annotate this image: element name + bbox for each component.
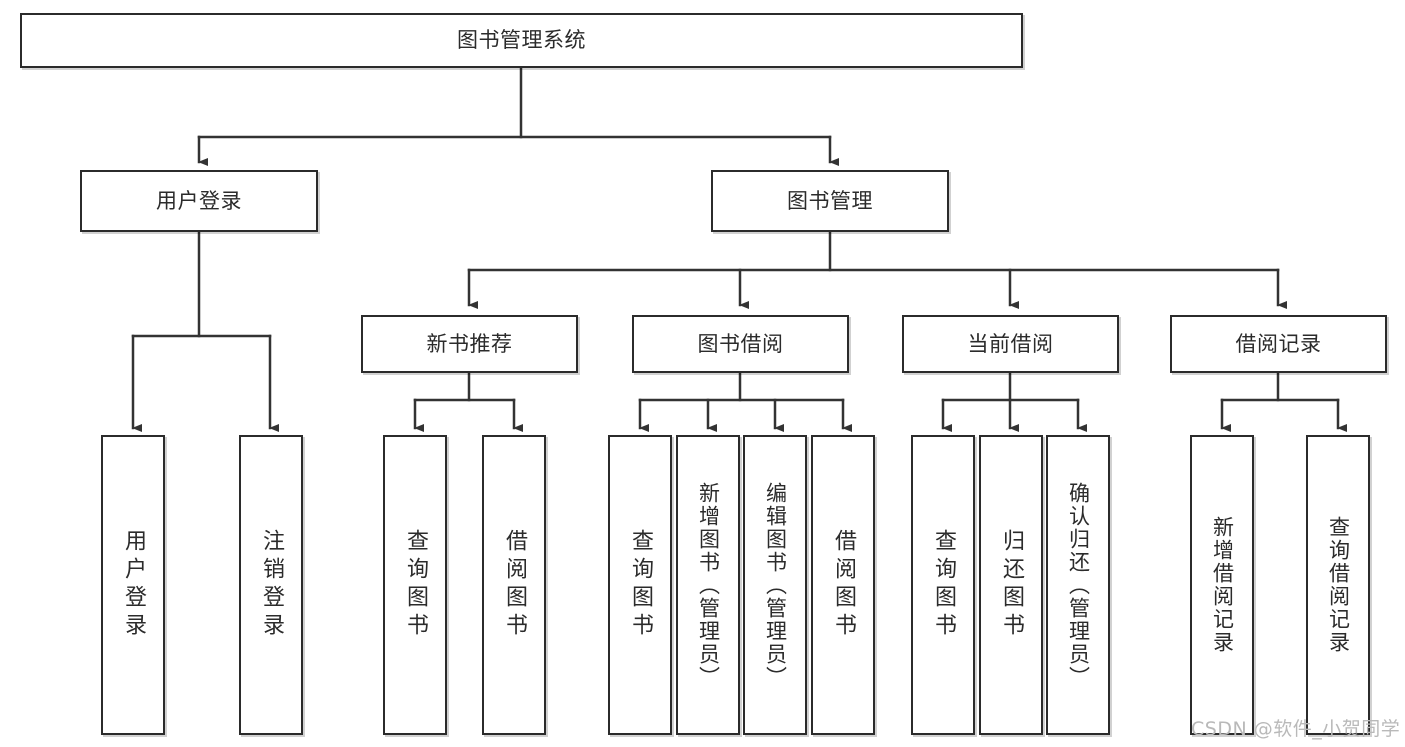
node-leaf-return-book-label: 归还图书 bbox=[999, 529, 1024, 641]
node-current-borrow[interactable]: 当前借阅 bbox=[902, 315, 1119, 373]
node-leaf-edit-book-label: 编辑图书（管理员） bbox=[763, 481, 788, 689]
node-leaf-return-book[interactable]: 归还图书 bbox=[979, 435, 1043, 735]
node-leaf-confirm-return[interactable]: 确认归还（管理员） bbox=[1046, 435, 1110, 735]
node-leaf-query-record[interactable]: 查询借阅记录 bbox=[1306, 435, 1370, 735]
node-new-book-recommend[interactable]: 新书推荐 bbox=[361, 315, 578, 373]
node-new-book-recommend-label: 新书推荐 bbox=[426, 331, 513, 356]
node-book-borrow-label: 图书借阅 bbox=[697, 331, 784, 356]
node-leaf-query-book-3-label: 查询图书 bbox=[931, 529, 956, 641]
node-leaf-logout[interactable]: 注销登录 bbox=[239, 435, 303, 735]
node-book-manage-label: 图书管理 bbox=[787, 188, 873, 213]
node-root-label: 图书管理系统 bbox=[457, 28, 586, 53]
node-user-login-label: 用户登录 bbox=[156, 188, 242, 213]
node-borrow-record-label: 借阅记录 bbox=[1235, 331, 1322, 356]
node-book-borrow[interactable]: 图书借阅 bbox=[632, 315, 849, 373]
node-leaf-query-book-1-label: 查询图书 bbox=[403, 529, 428, 641]
node-user-login[interactable]: 用户登录 bbox=[80, 170, 318, 232]
node-borrow-record[interactable]: 借阅记录 bbox=[1170, 315, 1387, 373]
node-leaf-query-book-2[interactable]: 查询图书 bbox=[608, 435, 672, 735]
node-leaf-borrow-book-2[interactable]: 借阅图书 bbox=[811, 435, 875, 735]
node-leaf-add-book[interactable]: 新增图书（管理员） bbox=[676, 435, 740, 735]
node-root[interactable]: 图书管理系统 bbox=[20, 13, 1023, 68]
node-leaf-add-book-label: 新增图书（管理员） bbox=[696, 481, 721, 689]
node-leaf-add-record-label: 新增借阅记录 bbox=[1210, 516, 1235, 654]
node-leaf-borrow-book-1-label: 借阅图书 bbox=[502, 529, 527, 641]
node-leaf-query-record-label: 查询借阅记录 bbox=[1326, 516, 1351, 654]
node-leaf-logout-label: 注销登录 bbox=[259, 529, 284, 641]
node-leaf-borrow-book-2-label: 借阅图书 bbox=[831, 529, 856, 641]
node-leaf-borrow-book-1[interactable]: 借阅图书 bbox=[482, 435, 546, 735]
node-current-borrow-label: 当前借阅 bbox=[967, 331, 1054, 356]
node-book-manage[interactable]: 图书管理 bbox=[711, 170, 949, 232]
node-leaf-add-record[interactable]: 新增借阅记录 bbox=[1190, 435, 1254, 735]
node-leaf-user-login[interactable]: 用户登录 bbox=[101, 435, 165, 735]
node-leaf-query-book-3[interactable]: 查询图书 bbox=[911, 435, 975, 735]
node-leaf-edit-book[interactable]: 编辑图书（管理员） bbox=[743, 435, 807, 735]
node-leaf-query-book-2-label: 查询图书 bbox=[628, 529, 653, 641]
node-leaf-user-login-label: 用户登录 bbox=[121, 529, 146, 641]
node-leaf-confirm-return-label: 确认归还（管理员） bbox=[1066, 481, 1091, 689]
node-leaf-query-book-1[interactable]: 查询图书 bbox=[383, 435, 447, 735]
